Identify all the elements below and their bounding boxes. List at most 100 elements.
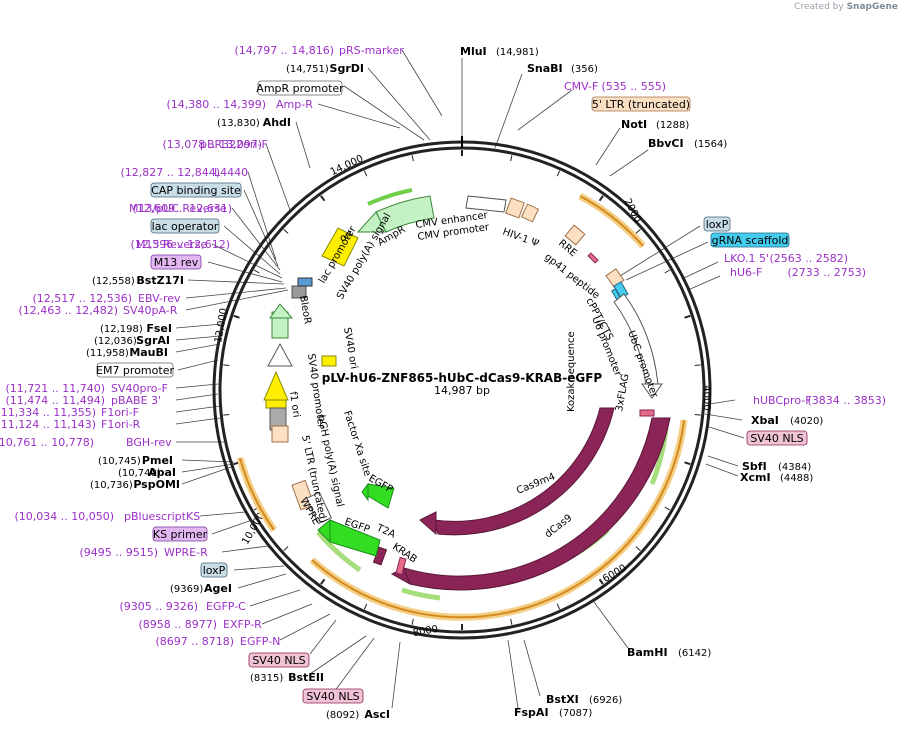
feature-box-ampr-promoter: AmpR promoter [256, 80, 344, 96]
feature-box-sv40-nls: SV40 NLS [302, 688, 364, 704]
primer-m13-reverse: (12,596 .. 12,612)M13 Reverse [130, 238, 230, 251]
primer-hu6-f: hU6-F(2733 .. 2753) [730, 266, 866, 279]
enzyme-coordinate: (12,558) [92, 276, 135, 287]
primer-name: CMV-F [564, 80, 598, 93]
primer-name: hUBCpro-F [753, 394, 812, 407]
enzyme-coordinate: (10,736) [90, 480, 133, 491]
enzyme-coordinate: (9369) [170, 584, 203, 595]
feature-box-sv40-nls: SV40 NLS [248, 652, 310, 668]
enzyme-name: XcmI [740, 471, 771, 484]
enzyme-site-agei: AgeI(9369) [170, 582, 232, 595]
primer-coordinate: (535 .. 555) [601, 80, 666, 93]
enzyme-coordinate: (7087) [559, 708, 592, 719]
primer-coordinate: (11,721 .. 11,740) [5, 382, 105, 395]
enzyme-name: BbvCI [648, 137, 684, 150]
enzyme-site-bamhi: BamHI (6142) [627, 646, 711, 659]
feature-box-label: AmpR promoter [256, 82, 344, 95]
primer-name: SV40pro-F [111, 382, 168, 395]
feature-box-label: lac operator [152, 220, 219, 233]
feature-box-label: M13 rev [154, 256, 199, 269]
enzyme-site-apai: ApaI(10,740) [118, 466, 176, 479]
enzyme-coordinate: (6926) [589, 695, 622, 706]
enzyme-site-snabi: SnaBI(356) [527, 62, 598, 75]
primer-egfp-c: (9305 .. 9326)EGFP-C [119, 600, 246, 613]
feature-box-label: KS primer [153, 528, 208, 541]
feature-box-5-ltr-truncated: 5' LTR (truncated) [591, 96, 691, 112]
primer-prs-marker: (14,797 .. 14,816)pRS-marker [234, 44, 404, 57]
feature-box-label: gRNA scaffold [712, 234, 789, 247]
enzyme-site-bstxi: BstXI (6926) [546, 693, 622, 706]
feature-box-ks-primer: KS primer [152, 526, 208, 542]
enzyme-site-sbfi: SbfI(4384) [742, 460, 811, 473]
ruler-tick-mark [363, 603, 368, 610]
plasmid-length: 14,987 bp [434, 384, 490, 397]
primer-name: F1ori-F [101, 406, 139, 419]
primer-name: pBABE 3' [111, 394, 161, 407]
feature-box-frame [257, 80, 343, 96]
primer-name: F1ori-R [101, 418, 141, 431]
ruler-tick-8000: 8000 [412, 624, 439, 639]
enzyme-name: AhdI [263, 116, 291, 129]
primer-coordinate: (3834 .. 3853) [807, 394, 886, 407]
primer-name: L4440 [214, 166, 248, 179]
primer-hubcpro-f: hUBCpro-F(3834 .. 3853) [753, 394, 886, 407]
feature-box-m13-rev: M13 rev [150, 254, 202, 270]
feature-box-frame [248, 652, 310, 668]
enzyme-site-sgrdi: SgrDI(14,751) [286, 62, 364, 75]
enzyme-site-bbvci: BbvCI(1564) [648, 137, 727, 150]
primer-name: Amp-R [276, 98, 313, 111]
feature-box-label: SV40 NLS [750, 432, 803, 445]
enzyme-coordinate: (6142) [678, 648, 711, 659]
primer-name: EXFP-R [223, 618, 262, 631]
enzyme-site-sgrai: SgrAI(12,036) [94, 334, 170, 347]
enzyme-name: BamHI [627, 646, 668, 659]
enzyme-site-pmei: PmeI(10,745) [98, 454, 173, 467]
feature-label-3xflag: 3xFLAG [614, 373, 631, 413]
ruler-tick-mark [363, 170, 368, 177]
enzyme-coordinate: (10,745) [98, 456, 141, 467]
enzyme-site-bstz17i: BstZ17I(12,558) [92, 274, 184, 287]
ruler-tick-mark [684, 314, 691, 319]
enzyme-name: SgrAI [136, 334, 170, 347]
primer-coordinate: (8697 .. 8718) [155, 635, 234, 648]
primer-m13-puc-reverse: (12,609 .. 12,631)M13/pUC Reverse [129, 202, 232, 215]
primer-coordinate: (2733 .. 2753) [787, 266, 866, 279]
primer-pbr322ori-f: (13,078 .. 13,097)pBR322ori-F [162, 138, 267, 151]
feature-box-frame [302, 688, 364, 704]
enzyme-coordinate: (14,751) [286, 64, 329, 75]
feature-box-frame [150, 254, 202, 270]
ruler-tick-mark [635, 229, 641, 234]
feature-box-label: loxP [203, 564, 226, 577]
ruler-tick-mark [598, 195, 604, 202]
feature-label-t2a: T2A [374, 522, 397, 540]
ruler-tick-mark [684, 461, 691, 466]
enzyme-name: PmeI [142, 454, 173, 467]
primer-amp-r: (14,380 .. 14,399)Amp-R [166, 98, 313, 111]
enzyme-site-mlui: MluI(14,981) [460, 45, 539, 58]
enzyme-name: FseI [146, 322, 172, 335]
feature-box-frame [591, 96, 691, 112]
feature-label-hiv-1: HIV-1 Ψ [501, 226, 540, 249]
primer-coordinate: (12,517 .. 12,536) [32, 292, 132, 305]
ruler-tick-mark [253, 269, 260, 274]
enzyme-site-noti: NotI (1288) [621, 118, 689, 131]
feature-box-label: SV40 NLS [252, 654, 305, 667]
feature-box-frame [746, 430, 808, 446]
enzyme-name: SbfI [742, 460, 767, 473]
ruler-tick-mark [556, 170, 561, 177]
primer-coordinate: (13,078 .. 13,097) [162, 138, 262, 151]
primer-lko-1-5: LKO.1 5'(2563 .. 2582) [724, 252, 848, 265]
enzyme-name: BstXI [546, 693, 579, 706]
enzyme-coordinate: (4020) [790, 416, 823, 427]
primer-name: WPRE-R [164, 546, 208, 559]
primer-f1ori-f: (11,334 .. 11,355)F1ori-F [0, 406, 139, 419]
enzyme-coordinate: (1288) [656, 120, 689, 131]
enzyme-site-bsteii: BstEII(8315) [250, 671, 324, 684]
primer-name: M13/pUC Reverse [129, 202, 227, 215]
enzyme-name: NotI [621, 118, 647, 131]
ruler-tick-4000: 4000 [701, 385, 712, 410]
enzyme-coordinate: (12,036) [94, 336, 137, 347]
primer-name: pBluescriptKS [124, 510, 200, 523]
feature-box-grna-scaffold: gRNA scaffold [710, 232, 790, 248]
plasmid-backbone [212, 136, 712, 640]
